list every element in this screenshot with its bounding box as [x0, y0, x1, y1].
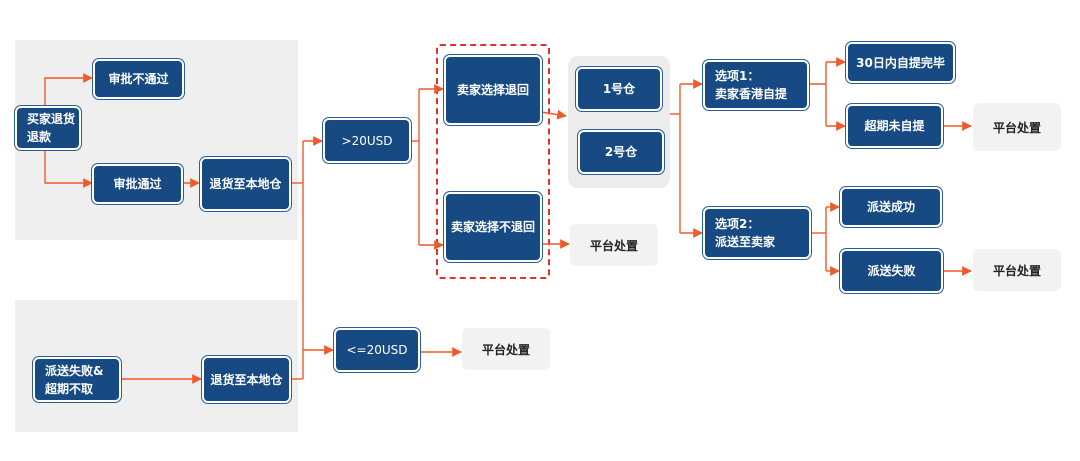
delivery-failed-overdue-label: 派送失败& 超期不取: [45, 363, 104, 396]
platform-handling-under-20usd: 平台处置: [462, 328, 550, 370]
delivery-success-node: 派送成功: [840, 187, 942, 227]
seller-choose-return-node: 卖家选择退回: [444, 55, 542, 125]
warehouse-2-label: 2号仓: [604, 145, 638, 159]
option-2-label: 选项2： 派送至卖家: [715, 217, 776, 249]
overdue-not-picked-label: 超期未自提: [864, 119, 925, 133]
delivery-failed-overdue-node: 派送失败& 超期不取: [33, 357, 121, 402]
platform-handling-label: 平台处置: [481, 342, 530, 357]
arrow-to-approval-passed: [44, 148, 93, 188]
under-20usd-node: <=20USD: [334, 328, 420, 372]
warehouse-1-label: 1号仓: [602, 82, 636, 96]
buyer-return-refund-node: 买家退货 退款: [15, 106, 81, 150]
over-20usd-label: >20USD: [341, 133, 393, 148]
delivery-fail-label: 派送失败: [867, 264, 916, 278]
platform-handling-no-return: 平台处置: [570, 224, 658, 266]
approval-passed-label: 审批通过: [113, 177, 162, 191]
return-local-warehouse-bottom-label: 退货至本地仓: [210, 372, 283, 387]
platform-handling-label: 平台处置: [992, 263, 1041, 278]
approval-rejected-label: 审批不通过: [108, 72, 169, 86]
seller-choose-no-return-node: 卖家选择不退回: [444, 192, 542, 262]
pickup-within-30-days-node: 30日内自提完毕: [846, 42, 955, 83]
delivery-fail-node: 派送失败: [840, 249, 943, 293]
option-2-node: 选项2： 派送至卖家: [703, 207, 811, 259]
delivery-success-label: 派送成功: [866, 200, 915, 214]
platform-handling-delivery-fail: 平台处置: [973, 249, 1061, 291]
seller-choice-dashed-frame: [436, 44, 550, 279]
seller-choose-no-return-label: 卖家选择不退回: [450, 220, 535, 234]
seller-choose-return-label: 卖家选择退回: [456, 83, 529, 97]
option-1-node: 选项1： 卖家香港自提: [703, 60, 809, 110]
pickup-within-30-days-label: 30日内自提完毕: [856, 55, 945, 70]
buyer-return-refund-label: 买家退货 退款: [27, 112, 76, 144]
return-local-warehouse-top-label: 退货至本地仓: [209, 177, 282, 191]
warehouse-1-node: 1号仓: [576, 67, 662, 111]
return-local-warehouse-bottom-node: 退货至本地仓: [202, 356, 291, 403]
approval-passed-node: 审批通过: [92, 164, 183, 204]
overdue-not-picked-node: 超期未自提: [846, 104, 943, 148]
arrow-to-warehouse-group: [540, 109, 567, 120]
under-20usd-label: <=20USD: [346, 343, 408, 357]
option-1-label: 选项1： 卖家香港自提: [715, 69, 788, 101]
arrow-to-approval-rejected: [44, 73, 93, 108]
over-20usd-node: >20USD: [323, 118, 411, 163]
platform-handling-label: 平台处置: [992, 120, 1041, 135]
platform-handling-label: 平台处置: [589, 238, 638, 253]
warehouse-2-node: 2号仓: [578, 130, 664, 174]
approval-rejected-node: 审批不通过: [93, 59, 184, 99]
platform-handling-overdue: 平台处置: [973, 103, 1061, 151]
return-local-warehouse-top-node: 退货至本地仓: [200, 157, 291, 211]
